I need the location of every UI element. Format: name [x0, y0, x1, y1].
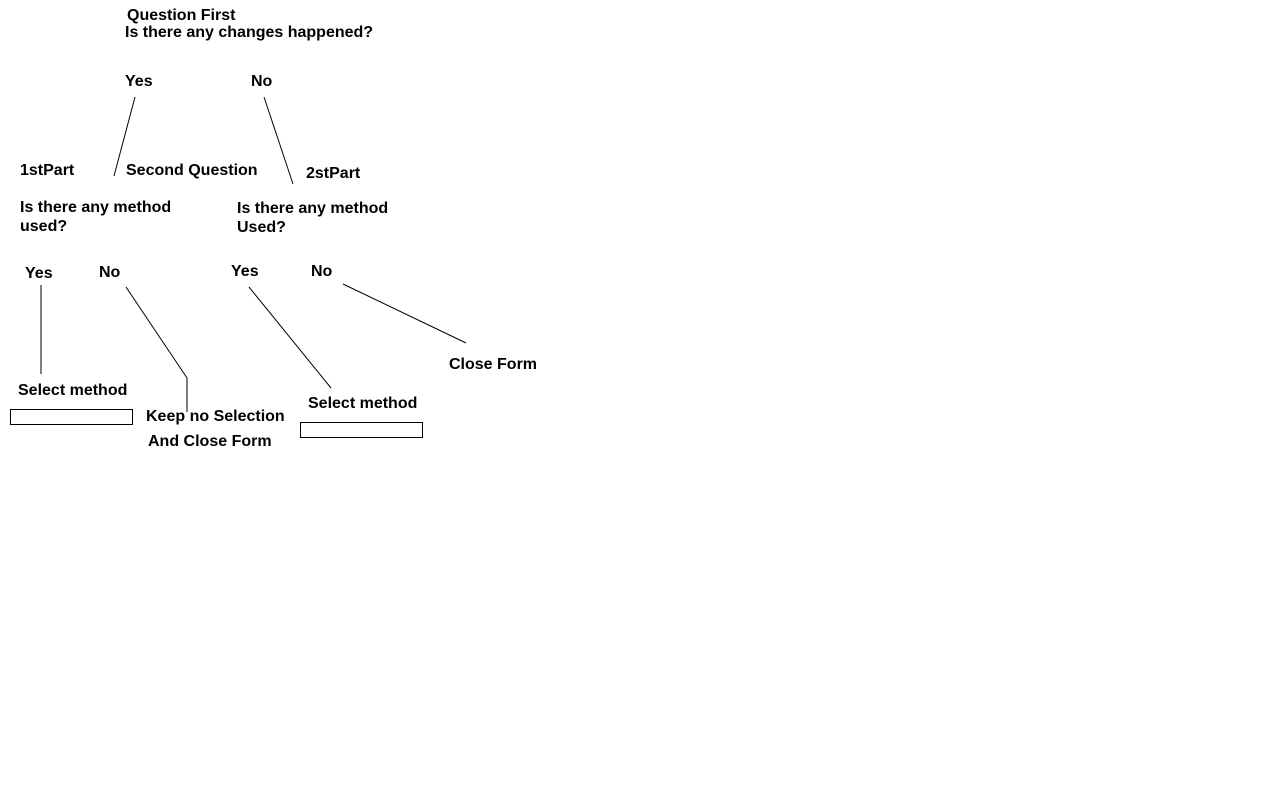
part2-label: 2stPart [306, 165, 361, 182]
part2-question-line1: Is there any method [237, 200, 389, 217]
part2-no-label: No [311, 263, 333, 280]
question-first-title: Question First [127, 7, 236, 24]
part2-no-result: Close Form [449, 356, 538, 373]
question-first-text: Is there any changes happened? [125, 24, 374, 41]
part1-label: 1stPart [20, 162, 75, 179]
q1-yes-label: Yes [125, 73, 153, 90]
line-p2-no [342, 283, 467, 344]
part2-question-line2: Used? [237, 219, 286, 236]
part1-select-label: Select method [18, 382, 128, 399]
second-question-heading: Second Question [126, 162, 258, 179]
part1-method-select[interactable] [10, 409, 133, 425]
part2-select-label: Select method [308, 395, 418, 412]
line-p2-yes [248, 286, 332, 389]
part2-yes-label: Yes [231, 263, 259, 280]
part1-yes-label: Yes [25, 265, 53, 282]
line-p1-no [125, 286, 188, 412]
q1-no-label: No [251, 73, 273, 90]
part1-no-result-line2: And Close Form [148, 433, 272, 450]
line-q1-no [263, 96, 294, 185]
line-q1-yes [113, 96, 136, 177]
part1-question-line1: Is there any method [20, 199, 172, 216]
part1-question-line2: used? [20, 218, 68, 235]
part1-no-result-line1: Keep no Selection [146, 408, 285, 425]
part2-method-select[interactable] [300, 422, 423, 438]
part1-no-label: No [99, 264, 121, 281]
